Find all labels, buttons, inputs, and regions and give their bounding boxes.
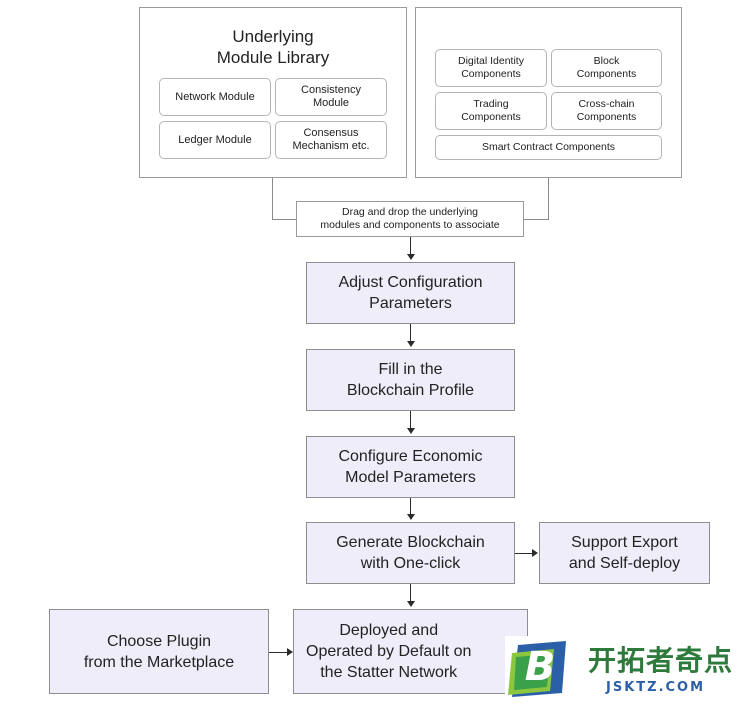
watermark-badge [508, 639, 570, 699]
step-generate-label: Generate Blockchain with One-click [336, 534, 485, 572]
arrow-stem-4 [410, 498, 412, 514]
left-connector-vertical [272, 178, 274, 220]
arrow-stem-2 [410, 324, 412, 341]
consistency-module-chip[interactable]: Consistency Module [275, 78, 387, 116]
network-module-chip[interactable]: Network Module [159, 78, 271, 116]
ledger-module-label: Ledger Module [178, 133, 252, 146]
consistency-module-label: Consistency Module [301, 84, 361, 109]
step-generate-blockchain[interactable]: Generate Blockchain with One-click [306, 522, 515, 584]
step-deployed-default[interactable]: Deployed and Operated by Default on the … [293, 609, 528, 694]
consensus-mechanism-chip[interactable]: Consensus Mechanism etc. [275, 121, 387, 159]
arrow-head-4 [407, 514, 415, 520]
step-choose-plugin[interactable]: Choose Plugin from the Marketplace [49, 609, 269, 694]
trading-components-label: Trading Components [461, 98, 521, 123]
network-module-label: Network Module [175, 90, 255, 103]
smart-contract-components-label: Smart Contract Components [481, 141, 616, 153]
step-economic-label: Configure Economic Model Parameters [338, 448, 483, 486]
arrow-head-plugin [287, 648, 293, 656]
step-export-label: Support Export and Self-deploy [568, 534, 681, 572]
arrow-stem-export [515, 553, 532, 555]
left-connector-horizontal [272, 219, 297, 221]
block-components-chip[interactable]: Block Components [551, 49, 662, 87]
arrow-stem-3 [410, 411, 412, 428]
right-connector-vertical [548, 178, 550, 220]
watermark-en-text: JSKTZ.COM [606, 680, 706, 695]
arrow-head-1 [407, 254, 415, 260]
cross-chain-components-label: Cross-chain Components [576, 98, 637, 123]
smart-contract-components-chip[interactable]: Smart Contract Components [435, 135, 662, 160]
step-adjust-configuration[interactable]: Adjust Configuration Parameters [306, 262, 515, 324]
arrow-head-2 [407, 341, 415, 347]
arrow-stem-1 [410, 237, 412, 254]
arrow-head-export [532, 549, 538, 557]
step-export-self-deploy[interactable]: Support Export and Self-deploy [539, 522, 710, 584]
watermark-cn-text: 开拓者奇点 [588, 644, 734, 677]
block-components-label: Block Components [576, 55, 637, 80]
step-profile-label: Fill in the Blockchain Profile [346, 361, 475, 399]
watermark-badge-icon [508, 641, 566, 697]
drag-drop-label: Drag and drop the underlying modules and… [320, 206, 500, 231]
ledger-module-chip[interactable]: Ledger Module [159, 121, 271, 159]
digital-identity-chip[interactable]: Digital Identity Components [435, 49, 547, 87]
arrow-stem-5 [410, 584, 412, 601]
arrow-head-3 [407, 428, 415, 434]
arrow-stem-plugin [269, 652, 287, 654]
watermark-letter: B [524, 644, 556, 690]
step-blockchain-profile[interactable]: Fill in the Blockchain Profile [306, 349, 515, 411]
digital-identity-label: Digital Identity Components [458, 55, 524, 80]
right-connector-horizontal [523, 219, 549, 221]
step-economic-model[interactable]: Configure Economic Model Parameters [306, 436, 515, 498]
arrow-head-5 [407, 601, 415, 607]
step-deployed-label: Deployed and Operated by Default on the … [306, 622, 472, 681]
module-library-title: Underlying Module Library [216, 27, 330, 67]
consensus-mechanism-label: Consensus Mechanism etc. [292, 127, 370, 152]
step-adjust-label: Adjust Configuration Parameters [338, 274, 483, 312]
drag-drop-instruction: Drag and drop the underlying modules and… [296, 201, 524, 237]
step-plugin-label: Choose Plugin from the Marketplace [83, 632, 235, 671]
trading-components-chip[interactable]: Trading Components [435, 92, 547, 130]
cross-chain-components-chip[interactable]: Cross-chain Components [551, 92, 662, 130]
